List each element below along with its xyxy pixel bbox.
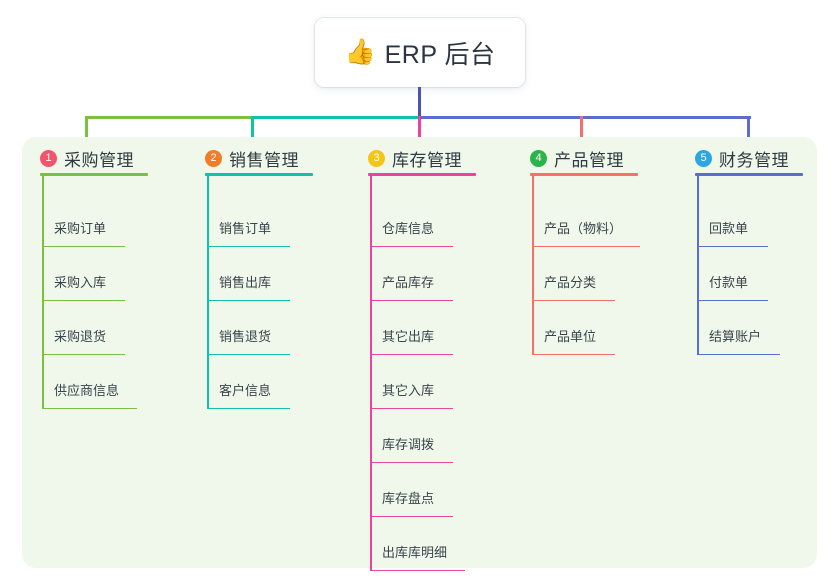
bus-segment-3 — [418, 116, 751, 119]
leaf-item-underline — [370, 570, 465, 571]
leaf-item-underline — [697, 300, 768, 301]
leaf-item-label[interactable]: 其它出库 — [382, 329, 435, 344]
module-trunk-5 — [697, 176, 699, 355]
module-badge-4: 4 — [530, 150, 547, 167]
leaf-item-label[interactable]: 销售退货 — [219, 329, 272, 344]
bus-segment-2 — [251, 116, 421, 119]
module-title-4: 产品管理 — [554, 151, 624, 170]
leaf-item-label[interactable]: 产品库存 — [382, 275, 435, 290]
module-title-2: 销售管理 — [229, 151, 299, 170]
leaf-item-underline — [207, 408, 290, 409]
module-underline-5 — [695, 173, 803, 176]
root-node-title: ERP 后台 — [384, 40, 496, 69]
leaf-item-label[interactable]: 产品（物料） — [544, 221, 623, 236]
leaf-item-label[interactable]: 其它入库 — [382, 383, 435, 398]
leaf-item-underline — [42, 408, 137, 409]
module-title-5: 财务管理 — [719, 151, 789, 170]
leaf-item-underline — [370, 408, 453, 409]
leaf-item-underline — [207, 300, 290, 301]
leaf-item-underline — [532, 354, 615, 355]
module-underline-2 — [205, 173, 313, 176]
root-node-content: 👍 ERP 后台 — [344, 35, 495, 71]
leaf-item-label[interactable]: 客户信息 — [219, 383, 272, 398]
leaf-item-underline — [697, 246, 768, 247]
leaf-item-underline — [42, 300, 125, 301]
module-title-1: 采购管理 — [64, 151, 134, 170]
leaf-item-label[interactable]: 产品单位 — [544, 329, 597, 344]
leaf-item-label[interactable]: 付款单 — [709, 275, 749, 290]
leaf-item-underline — [370, 246, 453, 247]
leaf-item-label[interactable]: 库存调拨 — [382, 437, 435, 452]
module-header-3[interactable]: 3 库存管理 — [368, 146, 462, 171]
leaf-item-underline — [370, 354, 453, 355]
module-header-2[interactable]: 2 销售管理 — [205, 146, 299, 171]
module-trunk-3 — [370, 176, 372, 571]
module-underline-4 — [530, 173, 638, 176]
module-badge-2: 2 — [205, 150, 222, 167]
column-drop-2 — [251, 116, 254, 146]
leaf-item-label[interactable]: 销售出库 — [219, 275, 272, 290]
leaf-item-label[interactable]: 销售订单 — [219, 221, 272, 236]
modules-panel: 1 采购管理采购订单采购入库采购退货供应商信息 2 销售管理销售订单销售出库销售退货客… — [22, 137, 817, 571]
module-underline-1 — [40, 173, 148, 176]
column-drop-3 — [418, 116, 421, 146]
leaf-item-label[interactable]: 出库库明细 — [382, 545, 448, 560]
leaf-item-label[interactable]: 库存盘点 — [382, 491, 435, 506]
leaf-item-label[interactable]: 供应商信息 — [54, 383, 120, 398]
leaf-item-underline — [370, 516, 453, 517]
module-badge-1: 1 — [40, 150, 57, 167]
root-node-card[interactable]: 👍 ERP 后台 — [315, 18, 525, 87]
leaf-item-label[interactable]: 产品分类 — [544, 275, 597, 290]
leaf-item-underline — [370, 300, 453, 301]
module-header-1[interactable]: 1 采购管理 — [40, 146, 134, 171]
column-drop-4 — [580, 116, 583, 146]
leaf-item-label[interactable]: 结算账户 — [709, 329, 762, 344]
module-underline-3 — [368, 173, 476, 176]
module-trunk-1 — [42, 176, 44, 409]
leaf-item-underline — [42, 354, 125, 355]
module-trunk-2 — [207, 176, 209, 409]
column-drop-1 — [85, 116, 88, 146]
leaf-item-label[interactable]: 仓库信息 — [382, 221, 435, 236]
module-badge-5: 5 — [695, 150, 712, 167]
leaf-item-underline — [42, 246, 125, 247]
leaf-item-label[interactable]: 采购订单 — [54, 221, 107, 236]
leaf-item-label[interactable]: 采购入库 — [54, 275, 107, 290]
module-title-3: 库存管理 — [392, 151, 462, 170]
root-connector-drop — [418, 87, 421, 119]
leaf-item-underline — [370, 462, 453, 463]
leaf-item-label[interactable]: 回款单 — [709, 221, 749, 236]
module-header-4[interactable]: 4 产品管理 — [530, 146, 624, 171]
leaf-item-underline — [207, 246, 290, 247]
column-drop-5 — [747, 116, 750, 146]
module-badge-3: 3 — [368, 150, 385, 167]
thumbs-up-icon: 👍 — [344, 38, 376, 66]
module-trunk-4 — [532, 176, 534, 355]
bus-segment-1 — [85, 116, 254, 119]
module-header-5[interactable]: 5 财务管理 — [695, 146, 789, 171]
leaf-item-underline — [532, 246, 640, 247]
leaf-item-underline — [697, 354, 780, 355]
leaf-item-underline — [207, 354, 290, 355]
leaf-item-label[interactable]: 采购退货 — [54, 329, 107, 344]
leaf-item-underline — [532, 300, 615, 301]
